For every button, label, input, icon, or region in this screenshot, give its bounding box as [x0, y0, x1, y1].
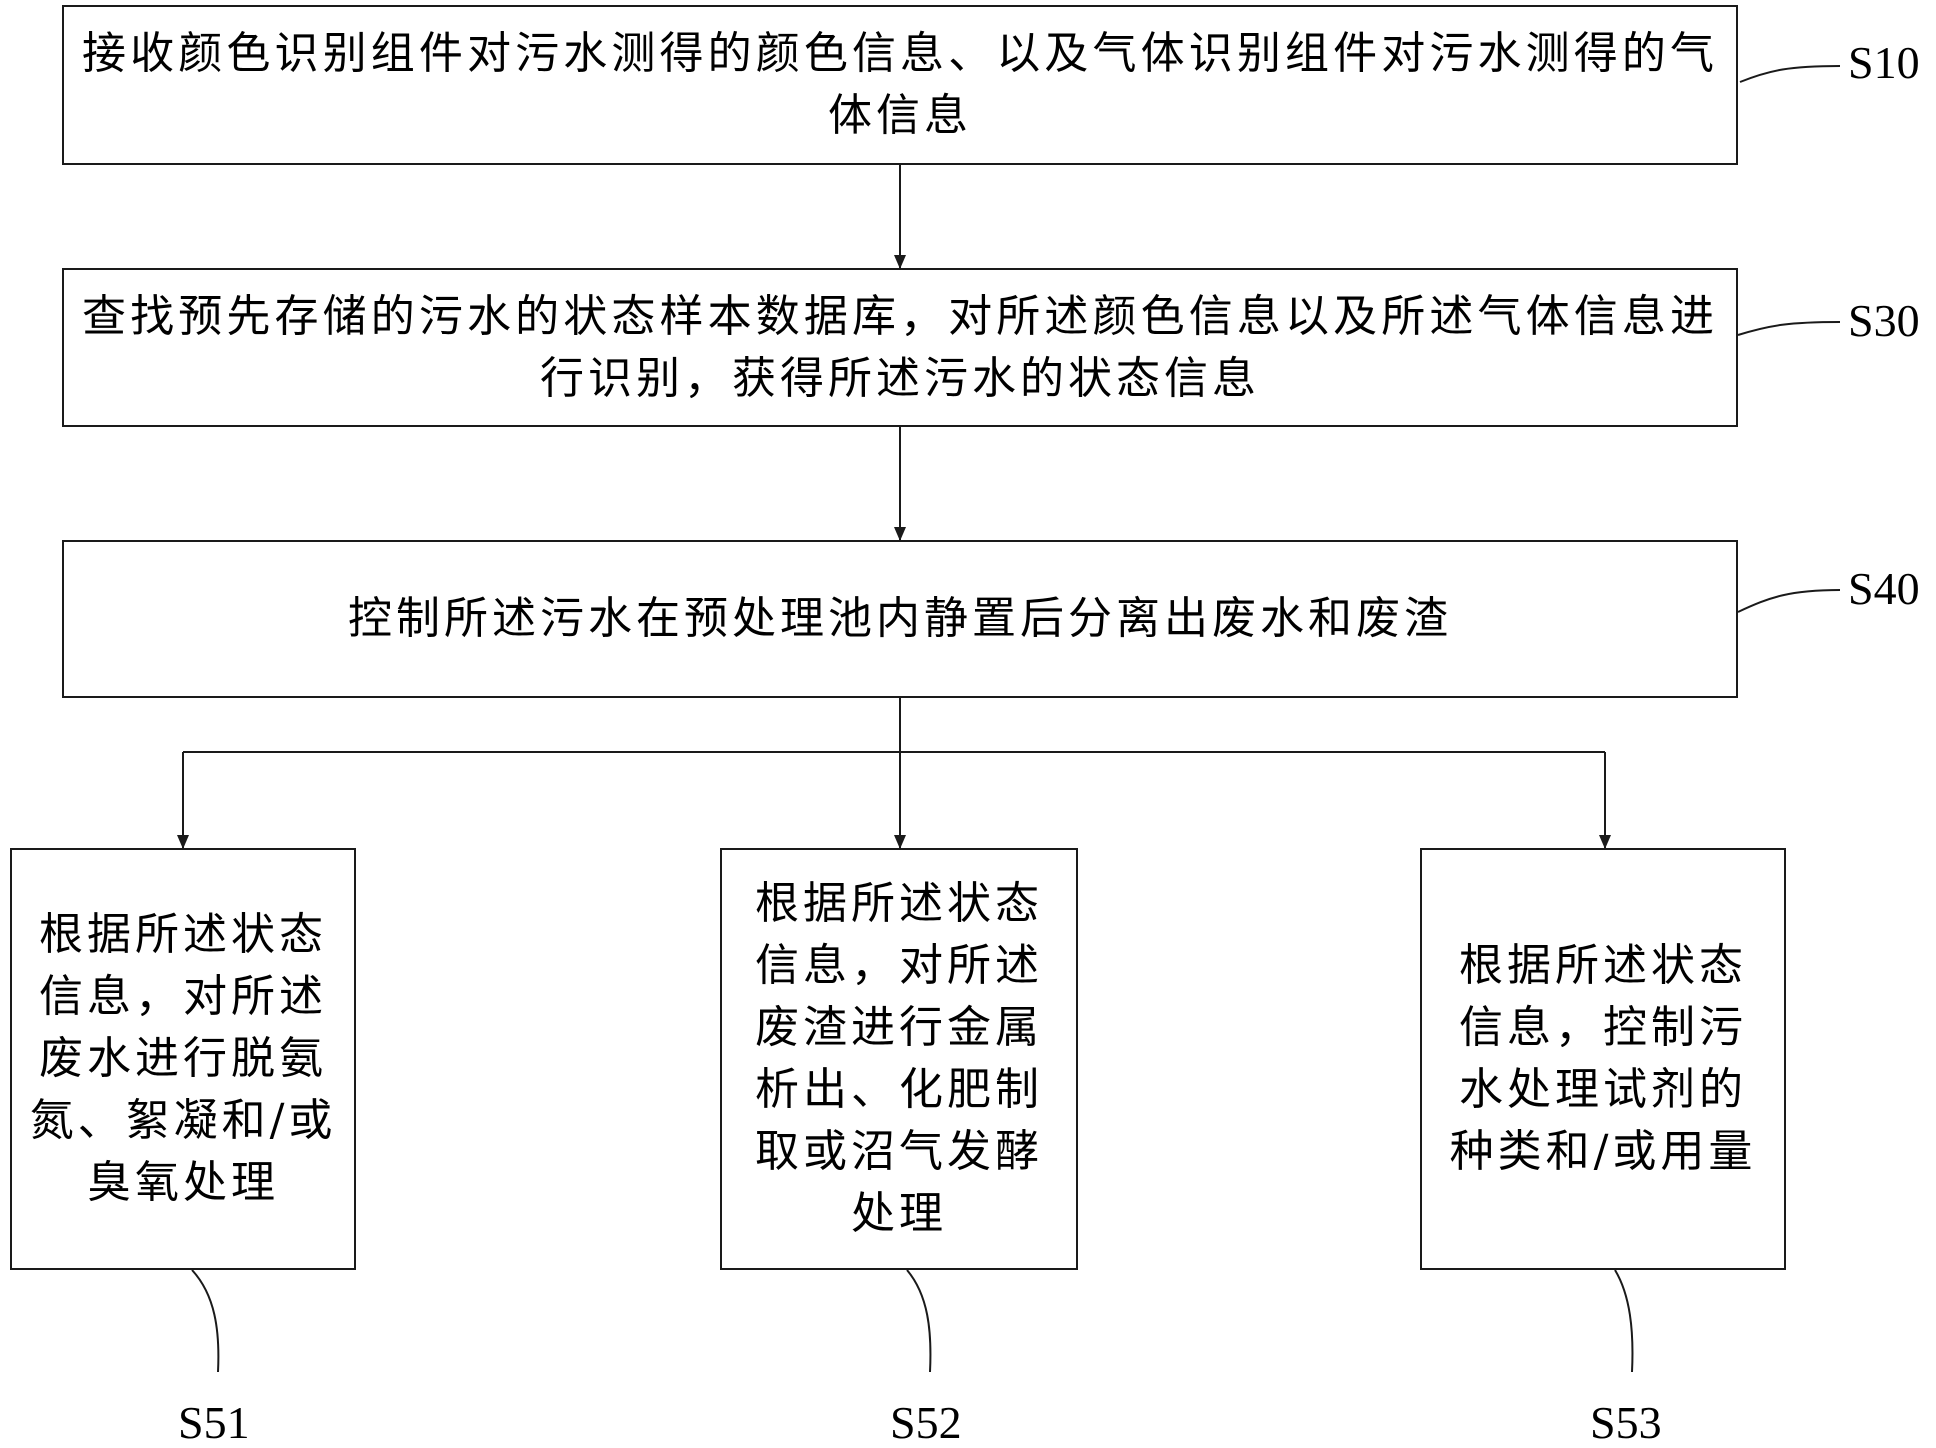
step-s53-box: 根据所述状态信息，控制污水处理试剂的种类和/或用量 [1420, 848, 1786, 1270]
step-s10-box: 接收颜色识别组件对污水测得的颜色信息、以及气体识别组件对污水测得的气体信息 [62, 5, 1738, 165]
leader-s10 [1739, 65, 1841, 83]
step-s53-label: S53 [1590, 1397, 1662, 1448]
leader-s52 [906, 1269, 932, 1373]
leader-s40 [1737, 589, 1841, 613]
step-s53-text: 根据所述状态信息，控制污水处理试剂的种类和/或用量 [1449, 940, 1757, 1177]
step-s40-box: 控制所述污水在预处理池内静置后分离出废水和废渣 [62, 540, 1738, 698]
step-s10-label: S10 [1848, 37, 1920, 88]
step-s52-box: 根据所述状态信息，对所述废渣进行金属析出、化肥制取或沼气发酵处理 [720, 848, 1078, 1270]
step-s30-text: 查找预先存储的污水的状态样本数据库，对所述颜色信息以及所述气体信息进行识别，获得… [82, 290, 1718, 404]
step-s30-box: 查找预先存储的污水的状态样本数据库，对所述颜色信息以及所述气体信息进行识别，获得… [62, 268, 1738, 427]
leader-s53 [1614, 1269, 1634, 1373]
step-s51-box: 根据所述状态信息，对所述废水进行脱氨氮、絮凝和/或臭氧处理 [10, 848, 356, 1270]
step-s40-label: S40 [1848, 563, 1920, 614]
step-s51-label: S51 [178, 1397, 250, 1448]
step-s52-label: S52 [890, 1397, 962, 1448]
step-s10-text: 接收颜色识别组件对污水测得的颜色信息、以及气体识别组件对污水测得的气体信息 [82, 28, 1718, 141]
leader-s30 [1737, 321, 1841, 336]
step-s52-text: 根据所述状态信息，对所述废渣进行金属析出、化肥制取或沼气发酵处理 [755, 878, 1043, 1239]
step-s51-text: 根据所述状态信息，对所述废水进行脱氨氮、絮凝和/或臭氧处理 [29, 909, 337, 1208]
step-s30-label: S30 [1848, 295, 1920, 346]
leader-s51 [191, 1269, 220, 1373]
step-s40-text: 控制所述污水在预处理池内静置后分离出废水和废渣 [348, 593, 1452, 644]
